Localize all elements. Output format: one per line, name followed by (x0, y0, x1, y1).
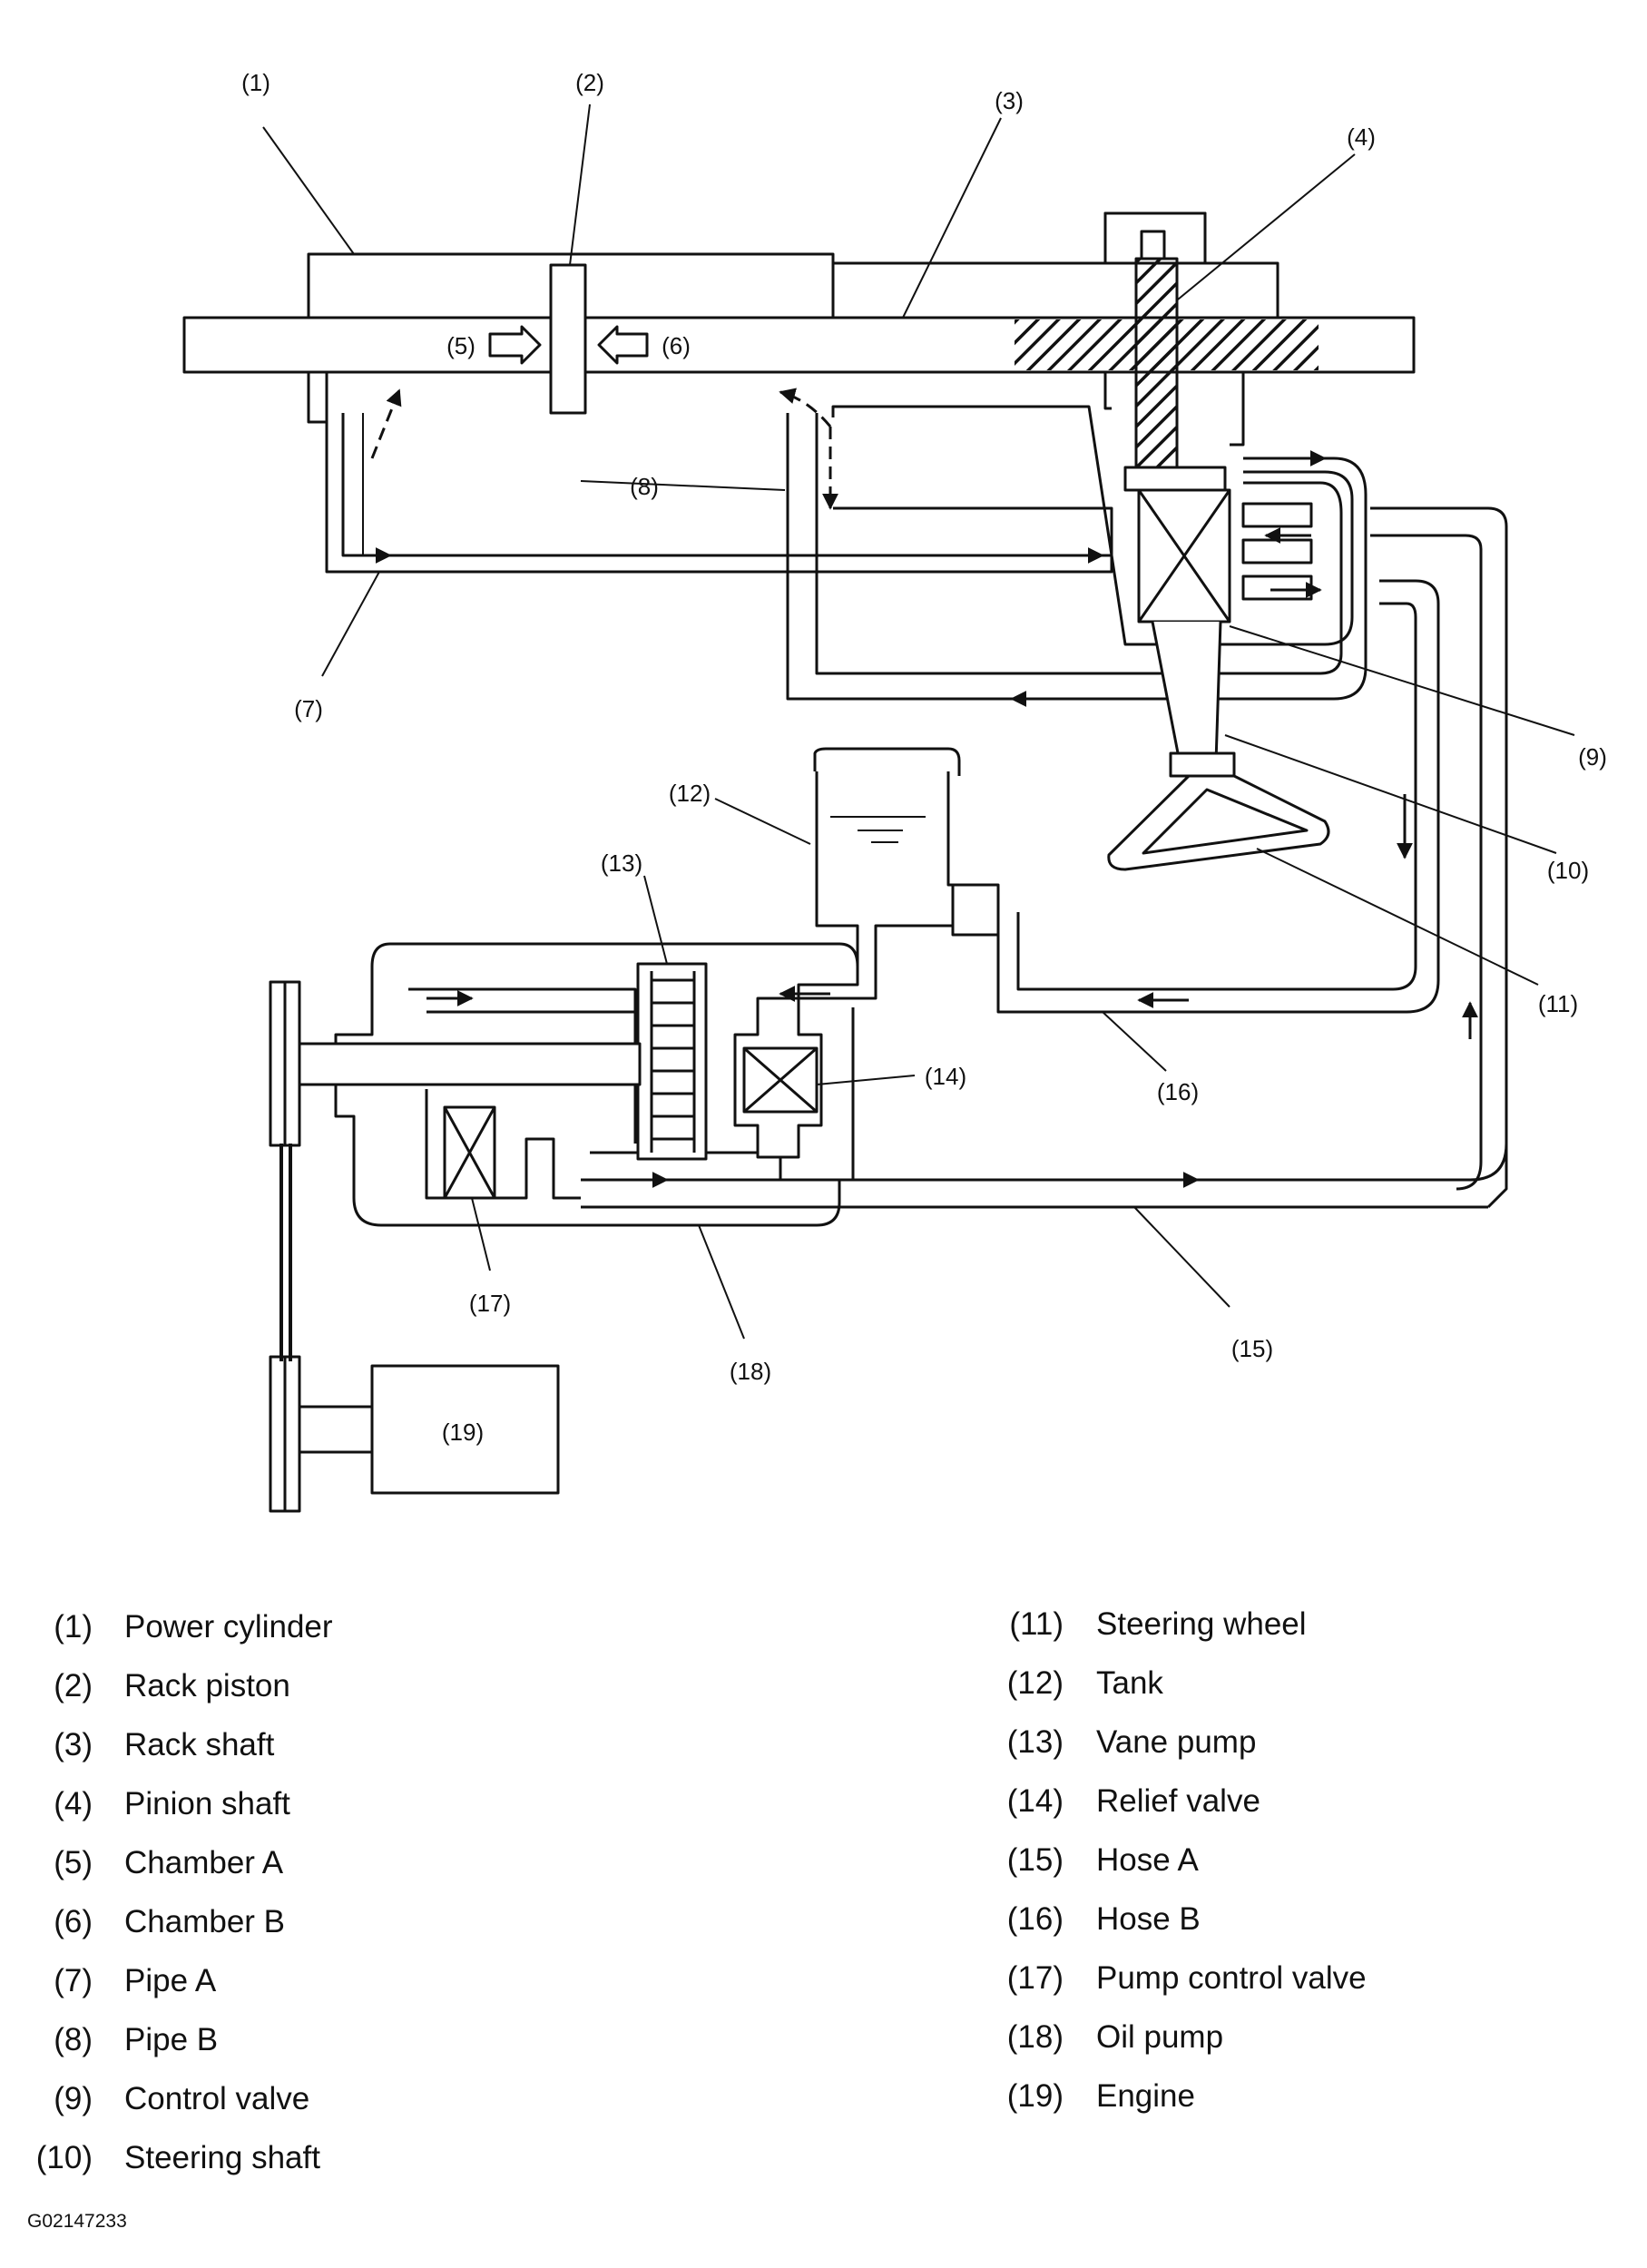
callout-11: (11) (1538, 990, 1578, 1017)
chamber-b-arrow (597, 325, 649, 365)
legend-number: (13) (1006, 1724, 1064, 1760)
belt-drive (269, 980, 301, 1513)
legend-label: Power cylinder (124, 1609, 333, 1645)
tank (813, 747, 1000, 985)
legend-number: (14) (1006, 1783, 1064, 1819)
power-steering-diagram: (1) (2) (3) (4) (5) (6) (7) (8) (9) (10)… (182, 69, 1607, 1513)
relief-valve (733, 997, 823, 1159)
power-cylinder (307, 252, 1113, 574)
legend-number: (12) (1006, 1665, 1064, 1701)
flow-arrows (341, 388, 1478, 1188)
legend-number: (19) (1006, 2078, 1064, 2114)
callout-4: (4) (1347, 123, 1376, 151)
legend-label: Pipe B (124, 2022, 219, 2057)
callout-1: (1) (241, 69, 270, 96)
chamber-a-arrow (488, 325, 542, 365)
callout-9: (9) (1578, 743, 1607, 771)
callout-2: (2) (575, 69, 604, 96)
legend-number: (8) (54, 2022, 93, 2057)
engine (298, 1364, 560, 1495)
legend-label: Oil pump (1096, 2019, 1224, 2055)
callout-13: (13) (601, 849, 642, 877)
legend-label: Steering wheel (1096, 1606, 1307, 1642)
callout-3: (3) (995, 87, 1024, 114)
callout-18: (18) (730, 1358, 771, 1385)
legend-number: (6) (54, 1904, 93, 1939)
legend-label: Chamber A (124, 1845, 284, 1880)
legend-number: (10) (35, 2140, 93, 2175)
legend-label: Hose B (1096, 1901, 1201, 1937)
legend-number: (7) (54, 1963, 93, 1998)
legend-label: Rack piston (124, 1668, 290, 1703)
legend-number: (9) (54, 2081, 93, 2116)
pump-control-valve (443, 1105, 496, 1200)
legend-label: Engine (1096, 2078, 1195, 2114)
pipe-a-line (341, 413, 1112, 557)
leader-lines (262, 103, 1575, 1340)
legend-label: Rack shaft (124, 1727, 275, 1762)
callout-14: (14) (925, 1063, 966, 1090)
legend-number: (17) (1006, 1960, 1064, 1996)
legend-number: (18) (1006, 2019, 1064, 2055)
legend-number: (5) (54, 1845, 93, 1880)
steering-shaft (1151, 621, 1236, 778)
callout-8: (8) (630, 473, 659, 500)
callout-12: (12) (669, 780, 711, 807)
callout-15: (15) (1231, 1335, 1273, 1362)
legend-label: Tank (1096, 1665, 1163, 1701)
legend-label: Control valve (124, 2081, 310, 2116)
legend-label: Pinion shaft (124, 1786, 290, 1821)
legend-number: (4) (54, 1786, 93, 1821)
legend-label: Pipe A (124, 1963, 217, 1998)
vane-pump (636, 962, 708, 1161)
legend-label: Relief valve (1096, 1783, 1260, 1819)
legend-label: Vane pump (1096, 1724, 1257, 1760)
legend-number: (15) (1006, 1842, 1064, 1878)
hose-b (951, 506, 1508, 1209)
callout-10: (10) (1547, 857, 1589, 884)
callout-17: (17) (469, 1290, 511, 1317)
callout-7: (7) (294, 695, 323, 722)
legend-label: Hose A (1096, 1842, 1199, 1878)
control-valve (1123, 466, 1354, 646)
legend-label: Pump control valve (1096, 1960, 1367, 1996)
pump-shaft (298, 1042, 642, 1086)
rack-piston (549, 263, 587, 415)
legend-number: (1) (54, 1609, 93, 1645)
callout-19: (19) (442, 1419, 484, 1446)
legend-number: (16) (1006, 1901, 1064, 1937)
legend-label: Chamber B (124, 1904, 286, 1939)
callout-6: (6) (662, 332, 691, 359)
legend-number: (3) (54, 1727, 93, 1762)
callout-5: (5) (446, 332, 475, 359)
legend-label: Steering shaft (124, 2140, 320, 2175)
figure-id: G02147233 (27, 2211, 127, 2232)
legend-number: (2) (54, 1668, 93, 1703)
legend-number: (11) (1009, 1606, 1064, 1642)
callout-16: (16) (1157, 1078, 1199, 1105)
